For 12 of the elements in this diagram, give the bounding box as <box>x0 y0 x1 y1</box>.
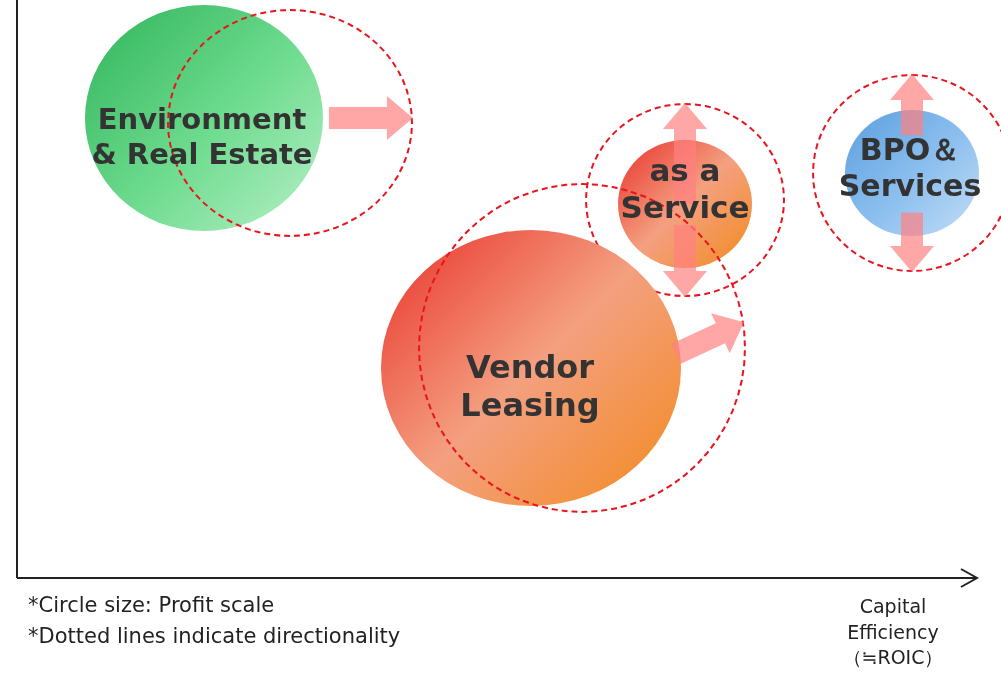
footnote: *Circle size: Profit scale <box>28 593 275 617</box>
block-arrow <box>890 212 934 272</box>
block-arrow <box>663 225 707 297</box>
axis-label: Capital Efficiency （≒ROIC） <box>841 594 945 671</box>
bubble-label: Environment & Real Estate <box>90 102 314 172</box>
bubble-label: Vendor Leasing <box>459 348 601 425</box>
block-arrow <box>663 103 707 204</box>
block-arrow <box>328 96 413 140</box>
footnote: *Dotted lines indicate directionality <box>28 624 401 648</box>
block-arrow <box>671 313 744 364</box>
block-arrow <box>890 74 934 136</box>
bubble-label: as a Service <box>619 152 751 227</box>
